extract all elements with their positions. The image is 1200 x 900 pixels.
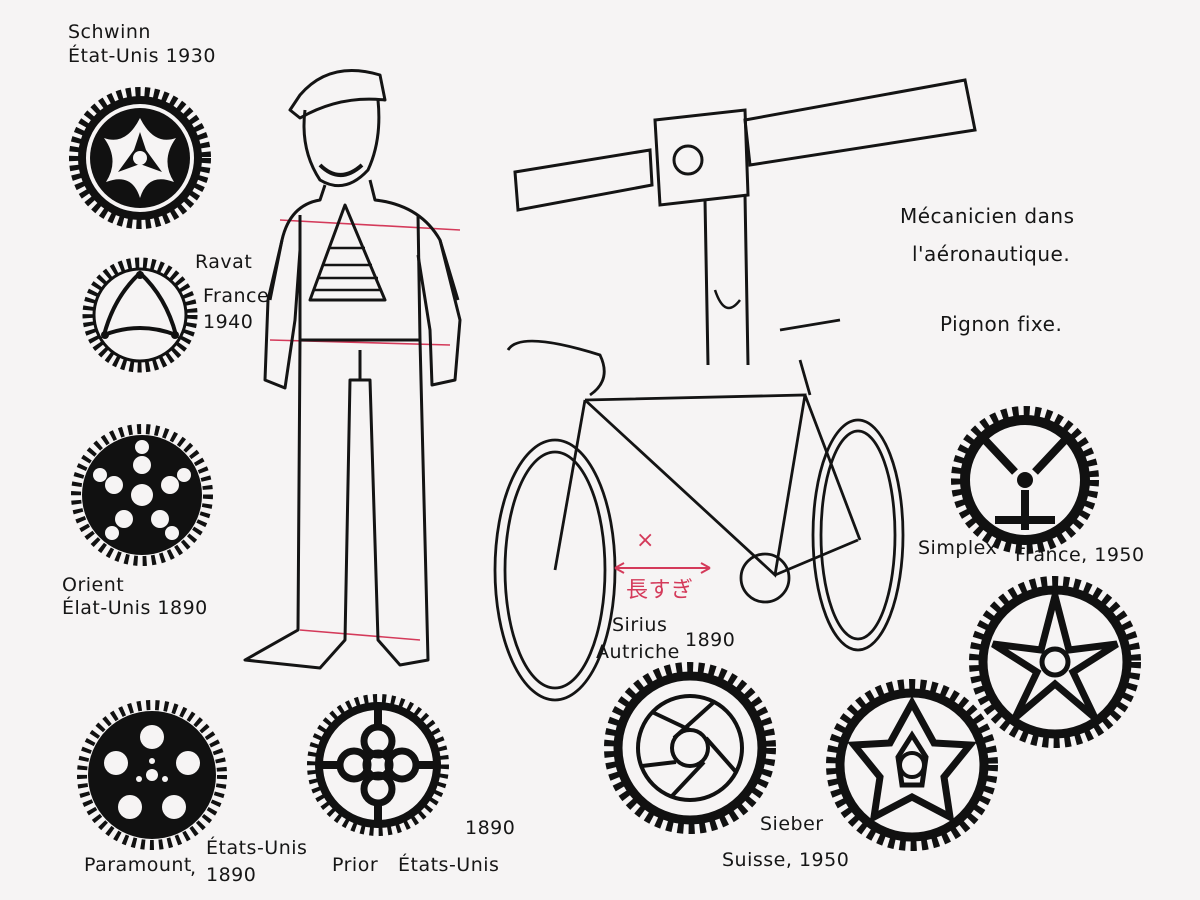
- label-paramount-year: 1890: [206, 864, 257, 886]
- label-sirius-year: 1890: [685, 629, 736, 651]
- mechanic-figure: [243, 69, 462, 670]
- note-line-3: Pignon fixe.: [940, 312, 1063, 336]
- sprocket-sirius: [604, 662, 776, 834]
- sprocket-orient: [71, 424, 213, 566]
- annotation-mark: ×: [636, 528, 655, 553]
- label-ravat-name: Ravat: [195, 251, 253, 273]
- label-schwinn-name: Schwinn: [68, 21, 151, 43]
- sprocket-simplex: [951, 406, 1099, 554]
- label-orient-origin: Élat-Unis 1890: [62, 597, 208, 619]
- sprocket-ravat: [82, 257, 198, 373]
- label-sieber-name: Sieber: [760, 813, 824, 835]
- label-orient-name: Orient: [62, 574, 125, 596]
- note-line-2: l'aéronautique.: [912, 242, 1071, 266]
- sprocket-simplex-alt: [969, 576, 1141, 748]
- sprocket-sieber: [826, 679, 998, 851]
- sprocket-paramount: [77, 700, 227, 850]
- label-simplex-origin: France, 1950: [1015, 544, 1145, 566]
- label-sirius-origin: Autriche: [596, 641, 680, 663]
- label-schwinn-origin: État-Unis 1930: [68, 45, 216, 67]
- label-sieber-origin: Suisse, 1950: [722, 849, 850, 871]
- label-paramount-name: Paramount: [84, 854, 192, 876]
- label-paramount-origin: États-Unis: [206, 837, 308, 859]
- label-prior-name: Prior: [332, 854, 379, 876]
- label-ravat-origin: France: [203, 285, 270, 307]
- note-line-1: Mécanicien dans: [900, 204, 1075, 228]
- sprocket-prior: [307, 694, 449, 836]
- stem-detail: [513, 78, 977, 366]
- label-prior-year: 1890: [465, 817, 516, 839]
- label-sirius-name: Sirius: [612, 614, 668, 636]
- label-prior-origin: États-Unis: [398, 854, 500, 876]
- bicycle-drawing: [493, 318, 905, 702]
- label-paramount-separator: ,: [190, 857, 197, 879]
- label-simplex-name: Simplex: [918, 537, 998, 559]
- label-ravat-year: 1940: [203, 311, 254, 333]
- annotation-text: 長すぎ: [626, 578, 694, 603]
- sprocket-schwinn: [76, 94, 204, 222]
